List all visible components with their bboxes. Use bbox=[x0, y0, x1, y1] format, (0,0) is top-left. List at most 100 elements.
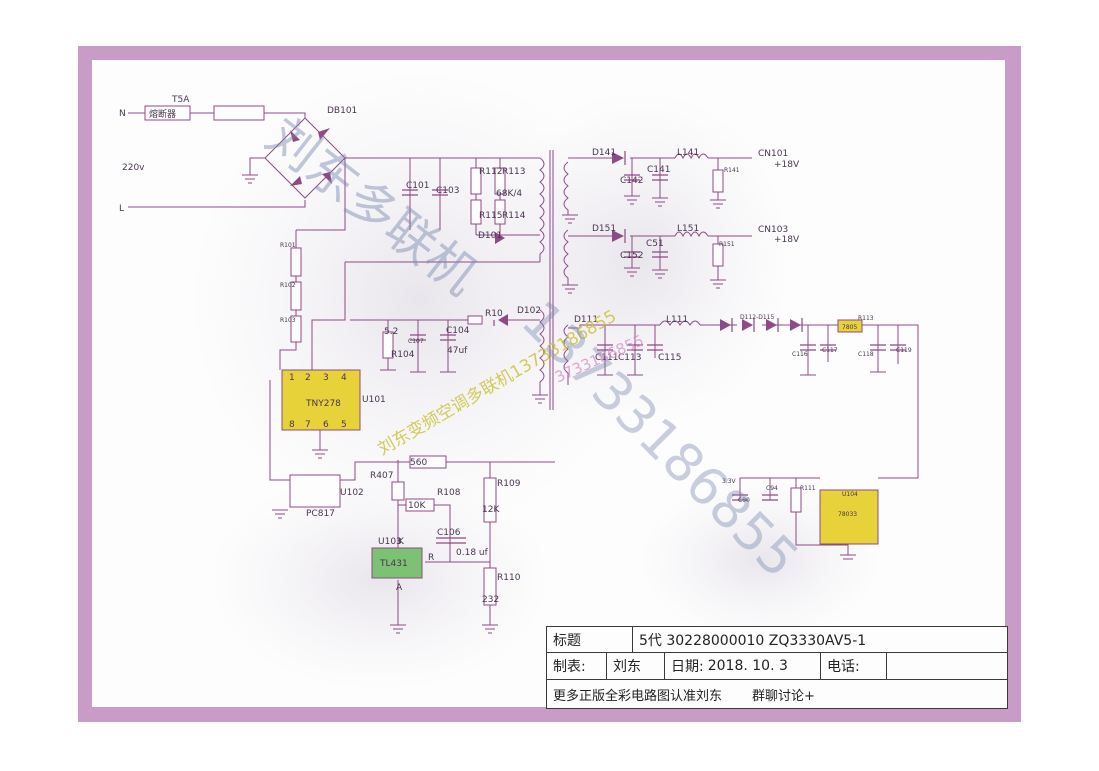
footer-left: 更多正版全彩电路图认准刘东 bbox=[553, 688, 723, 704]
label-c119: C119 bbox=[896, 347, 912, 354]
label-c101: C101 bbox=[406, 181, 429, 191]
label-r560: 560 bbox=[410, 458, 427, 468]
label-r151: R151 bbox=[719, 241, 735, 248]
pin-5: 5 bbox=[341, 420, 347, 430]
pin-3: 3 bbox=[323, 373, 329, 383]
label-c118: C118 bbox=[858, 351, 874, 358]
label-r108-value: 10K bbox=[408, 501, 426, 511]
label-fuse-rating: T5A bbox=[171, 95, 190, 105]
small-component-labels: R101 R102 R103 C107 R141 R151 D112-D115 … bbox=[280, 167, 912, 518]
label-l151: L151 bbox=[677, 224, 699, 234]
label-c106: C106 bbox=[437, 528, 461, 538]
pin-6: 6 bbox=[323, 420, 329, 430]
label-c111: C111 bbox=[595, 353, 618, 363]
title-block-row-footer: 更多正版全彩电路图认准刘东 群聊讨论+ bbox=[547, 680, 1007, 708]
label-r108: R108 bbox=[437, 488, 461, 498]
label-r141: R141 bbox=[724, 167, 740, 174]
label-c116: C116 bbox=[792, 351, 808, 358]
label-d112-d115: D112-D115 bbox=[740, 314, 774, 321]
pin-2: 2 bbox=[305, 373, 311, 383]
title-block-row-meta: 制表: 刘东 日期: 2018. 10. 3 电话: bbox=[547, 653, 1007, 680]
label-cn101: CN101 bbox=[758, 149, 788, 159]
label-r112: R112 bbox=[479, 167, 502, 177]
ic-pin-numbers: 1 2 3 4 8 7 6 5 bbox=[289, 373, 347, 430]
component-labels: N L 220v T5A 熔断器 DB101 C101 C103 R112 R1… bbox=[119, 95, 800, 605]
label-a: A bbox=[396, 583, 403, 593]
title-block: 标题 5代 30228000010 ZQ3330AV5-1 制表: 刘东 日期:… bbox=[546, 626, 1008, 709]
label-d111: D111 bbox=[574, 315, 598, 325]
label-c115: C115 bbox=[658, 353, 681, 363]
pin-1: 1 bbox=[289, 373, 295, 383]
label-r110: R110 bbox=[497, 573, 521, 583]
label-r104: R104 bbox=[391, 350, 415, 360]
phone-label: 电话: bbox=[821, 653, 887, 679]
label-d141: D141 bbox=[592, 148, 616, 158]
label-c51: C51 bbox=[646, 239, 664, 249]
capacitors bbox=[402, 174, 906, 544]
label-l141: L141 bbox=[677, 148, 699, 158]
label-c94: C94 bbox=[766, 485, 778, 492]
label-c152: C152 bbox=[620, 251, 643, 261]
label-r113b: R113 bbox=[858, 315, 874, 322]
label-r103: R103 bbox=[280, 317, 296, 324]
label-cn103: CN103 bbox=[758, 225, 788, 235]
label-reg2: 78033 bbox=[838, 511, 857, 518]
label-c104: C104 bbox=[446, 326, 470, 336]
label-l111: L111 bbox=[666, 315, 688, 325]
ic-bodies bbox=[281, 319, 879, 579]
label-v33: 3.3V bbox=[722, 478, 737, 485]
label-pc817: PC817 bbox=[306, 509, 335, 519]
label-c106-value: 0.18 uf bbox=[456, 548, 489, 558]
resistors bbox=[144, 105, 802, 606]
pin-4: 4 bbox=[341, 373, 347, 383]
label-u104: U104 bbox=[842, 491, 858, 498]
ground-symbols bbox=[242, 174, 886, 634]
phone-value bbox=[887, 653, 1007, 679]
label-neutral: N bbox=[119, 109, 126, 119]
diode-bars bbox=[493, 151, 803, 332]
label-r101: R101 bbox=[280, 242, 296, 249]
footer-right: 群聊讨论+ bbox=[752, 688, 815, 704]
inductors bbox=[659, 153, 709, 326]
label-c104-value: 47uf bbox=[447, 346, 468, 356]
label-r109-value: 12K bbox=[482, 505, 500, 515]
label-r115: R115 bbox=[479, 211, 502, 221]
label-c113: C113 bbox=[618, 353, 641, 363]
label-r113: R113 bbox=[502, 167, 525, 177]
label-r110-value: 232 bbox=[482, 595, 499, 605]
maker-label: 制表: bbox=[547, 653, 607, 679]
label-c117: C117 bbox=[822, 347, 838, 354]
label-u103: U103 bbox=[378, 537, 402, 547]
label-d101: D101 bbox=[478, 231, 502, 241]
pin-8: 8 bbox=[289, 420, 295, 430]
label-ic: TNY278 bbox=[305, 399, 341, 409]
title-value: 5代 30228000010 ZQ3330AV5-1 bbox=[639, 632, 867, 649]
label-fuse: 熔断器 bbox=[149, 108, 176, 120]
label-r112-value: 68K/4 bbox=[496, 189, 522, 199]
label-k: K bbox=[398, 537, 405, 547]
label-out2: +18V bbox=[774, 235, 800, 245]
label-c142: C142 bbox=[620, 176, 643, 186]
label-c103: C103 bbox=[436, 186, 459, 196]
label-r407: R407 bbox=[370, 471, 393, 481]
label-r: R bbox=[428, 553, 434, 563]
label-reg1: 7805 bbox=[842, 324, 857, 331]
bridge-diodes bbox=[290, 128, 332, 186]
label-bridge: DB101 bbox=[327, 106, 357, 116]
label-r104-value: 5.2 bbox=[384, 327, 398, 337]
title-label: 标题 bbox=[547, 627, 633, 652]
label-c90: C90 bbox=[738, 497, 750, 504]
title-block-row-title: 标题 5代 30228000010 ZQ3330AV5-1 bbox=[547, 627, 1007, 653]
label-r114: R114 bbox=[502, 211, 526, 221]
pin-7: 7 bbox=[305, 420, 311, 430]
label-r102: R102 bbox=[280, 282, 296, 289]
label-r111: R111 bbox=[800, 485, 816, 492]
label-d102: D102 bbox=[517, 306, 541, 316]
date-label: 日期: bbox=[671, 659, 704, 675]
label-ic-ref: U101 bbox=[362, 395, 386, 405]
circuit-wires bbox=[128, 112, 919, 625]
label-c107: C107 bbox=[408, 338, 424, 345]
label-line: L bbox=[119, 204, 124, 214]
label-tl431: TL431 bbox=[379, 559, 408, 569]
